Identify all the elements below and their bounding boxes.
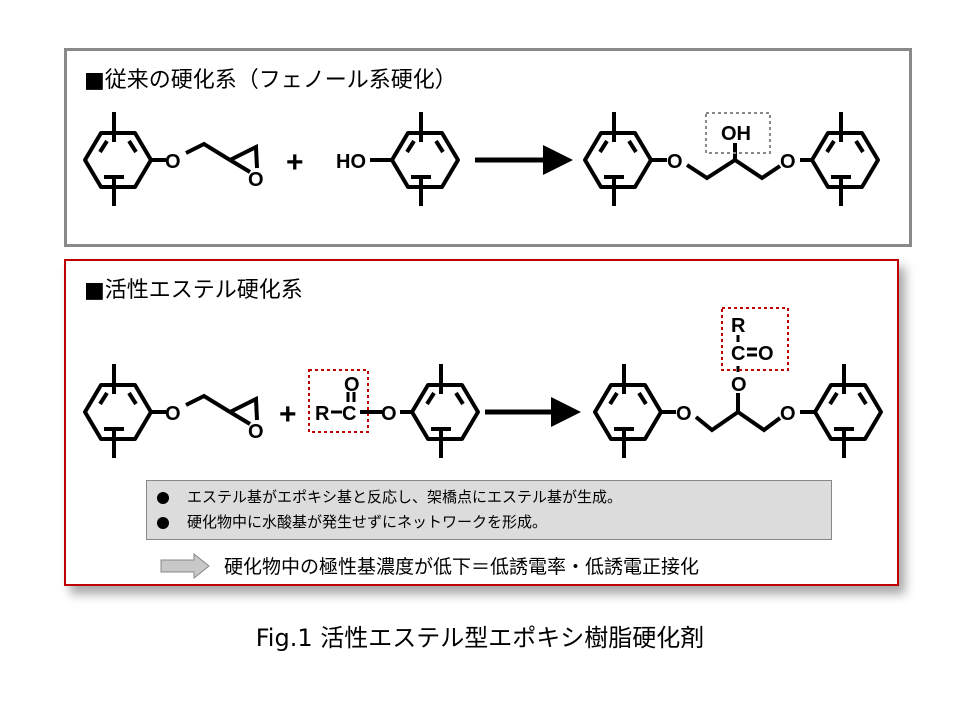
figure-caption: Fig.1 活性エステル型エポキシ樹脂硬化剤 (255, 624, 705, 652)
note-item: エステル基がエポキシ基と反応し、架橋点にエステル基が生成。 (157, 485, 831, 510)
ester-oxygen: O (381, 403, 397, 425)
product-ether-oxygen: O (667, 151, 683, 173)
phenol-cure-product (583, 110, 880, 208)
ester-carbon: C (342, 403, 356, 425)
note-item: 硬化物中に水酸基が発生せずにネットワークを形成。 (157, 510, 831, 535)
epoxy-oxygen: O (165, 151, 181, 173)
conclusion: 硬化物中の極性基濃度が低下＝低誘電率・低誘電正接化 (160, 552, 699, 579)
benzene-ring-icon (390, 110, 460, 208)
epoxide-oxygen: O (248, 169, 264, 191)
plus-sign: + (286, 146, 304, 179)
note-text: 硬化物中に水酸基が発生せずにネットワークを形成。 (187, 513, 548, 531)
product-ester-oxygen: O (731, 374, 747, 396)
benzene-ring-icon (810, 110, 880, 208)
product-hydroxyl: OH (721, 123, 751, 145)
note-text: エステル基がエポキシ基と反応し、架橋点にエステル基が生成。 (187, 488, 623, 506)
conclusion-text: 硬化物中の極性基濃度が低下＝低誘電率・低誘電正接化 (224, 556, 700, 578)
ester-cure-product (593, 307, 883, 460)
product-ether-oxygen: O (676, 403, 692, 425)
product-ether-oxygen: O (780, 151, 796, 173)
product-ester-carbon: C (731, 343, 745, 365)
notes-box: エステル基がエポキシ基と反応し、架橋点にエステル基が生成。 硬化物中に水酸基が発… (146, 480, 832, 540)
plus-sign: + (279, 398, 297, 431)
ester-r-group: R (315, 403, 330, 425)
epoxide-oxygen: O (248, 421, 264, 443)
benzene-ring-icon (583, 110, 653, 208)
benzene-ring-icon (813, 362, 883, 460)
epoxy-molecule (83, 362, 259, 460)
product-carbonyl-oxygen: O (758, 343, 774, 365)
benzene-ring-icon (593, 362, 663, 460)
right-arrow-icon (160, 552, 210, 579)
epoxy-oxygen: O (165, 403, 181, 425)
phenol-molecule (370, 110, 460, 208)
bullet-icon (157, 491, 169, 504)
benzene-ring-icon (83, 110, 153, 208)
product-ether-oxygen: O (780, 403, 796, 425)
epoxy-molecule (83, 110, 259, 208)
benzene-ring-icon (410, 362, 480, 460)
conventional-title: ■従来の硬化系（フェノール系硬化） (84, 68, 457, 93)
bullet-icon (157, 516, 169, 529)
active-ester-title: ■活性エステル硬化系 (84, 278, 303, 303)
ester-carbonyl-oxygen: O (344, 374, 360, 396)
active-ester-molecule (308, 362, 480, 460)
phenol-hydroxyl: HO (336, 151, 366, 173)
benzene-ring-icon (83, 362, 153, 460)
product-r-group: R (731, 315, 746, 337)
